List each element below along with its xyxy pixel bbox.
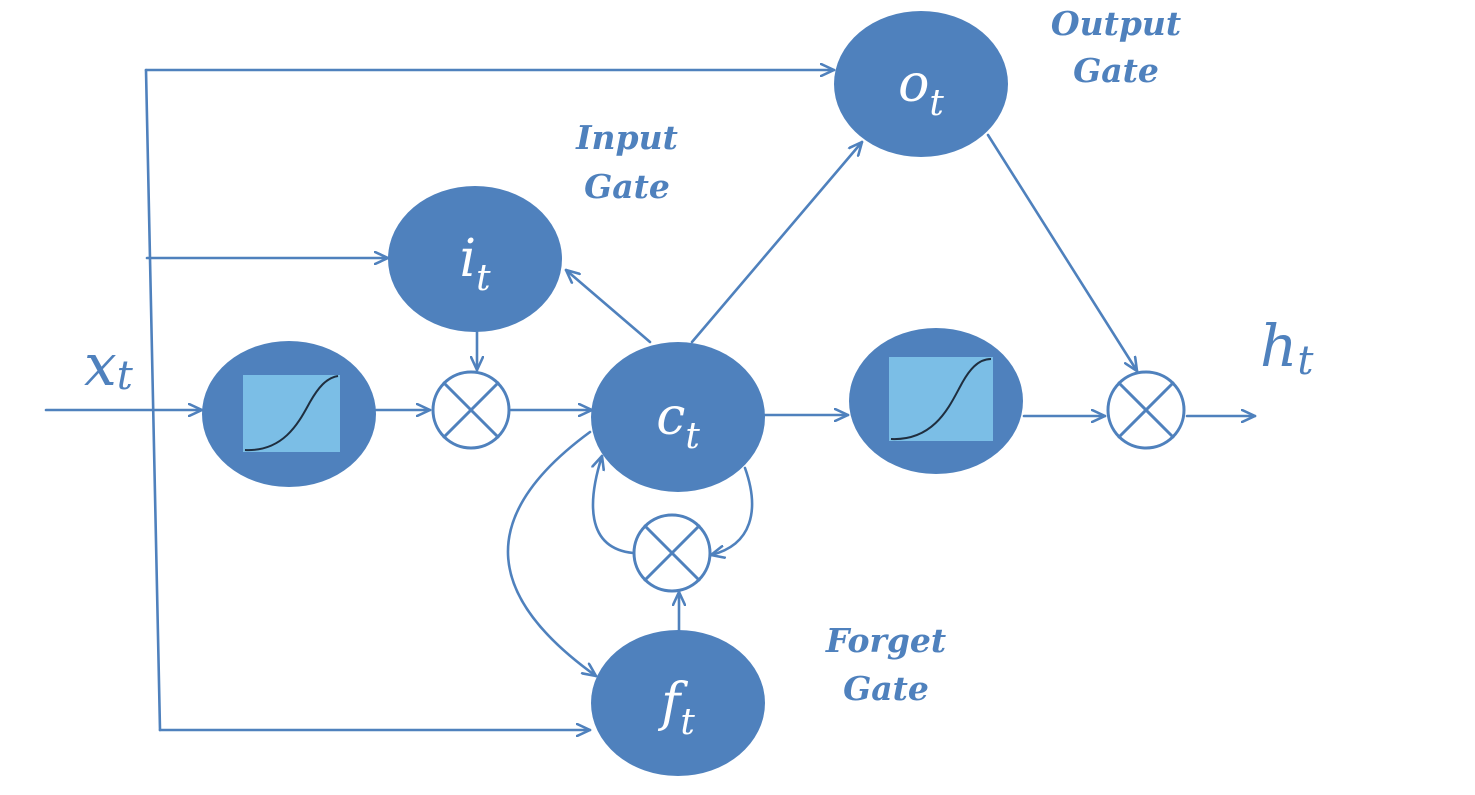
sigmoid-icon (243, 375, 340, 452)
cell-subscript: t (685, 416, 700, 457)
output-gate-label-line1: Output (1051, 4, 1181, 43)
forget-multiply-node (632, 513, 712, 593)
input-symbol: xt (84, 331, 134, 399)
forget-gate-label: Forget Gate (825, 621, 946, 708)
output-multiply-node (1106, 370, 1186, 450)
output-sigmoid-node (849, 328, 1023, 474)
edges (44, 68, 1257, 732)
svg-text:it: it (459, 229, 491, 299)
input-gate-label: Input Gate (575, 118, 678, 206)
sigmoid-icon (889, 357, 993, 441)
output-subscript: t (1297, 338, 1314, 384)
sigmoid-curve (890, 358, 992, 441)
input-multiply-node (431, 370, 511, 450)
output-gate-label-line2: Gate (1073, 51, 1159, 90)
output-gate-label: Output Gate (1051, 4, 1181, 90)
svg-text:ct: ct (656, 387, 700, 457)
edge-cell-to-loop-multiply (709, 466, 754, 555)
input-gate-node: it (388, 186, 562, 332)
edge-input-bus-trunk (144, 68, 162, 732)
input-subscript: t (117, 353, 134, 399)
edge-output-gate-to-multiply (986, 133, 1139, 373)
edge-cell-to-forget-gate-curve (506, 430, 598, 678)
output-symbol: ht (1260, 312, 1314, 384)
sigmoid-curve (244, 375, 339, 452)
cell-symbol: c (656, 387, 685, 447)
edge-loop-multiply-to-cell (593, 454, 635, 555)
input-gate-symbol: i (459, 229, 476, 289)
input-gate-subscript: t (476, 258, 491, 299)
forget-gate-label-line1: Forget (825, 621, 946, 660)
output-gate-node: ot (834, 11, 1008, 157)
input-gate-label-line2: Gate (584, 167, 670, 206)
cell-node: ct (591, 342, 765, 492)
forget-gate-label-line2: Gate (843, 669, 929, 708)
svg-text:ot: ot (898, 54, 944, 124)
forget-gate-node: ft (591, 630, 765, 776)
edge-cell-to-output-gate (690, 140, 864, 344)
input-sigmoid-node (202, 341, 376, 487)
output-gate-subscript: t (929, 83, 944, 124)
output-var: h (1260, 312, 1297, 380)
input-gate-label-line1: Input (575, 118, 678, 157)
input-var: x (84, 331, 117, 399)
output-gate-symbol: o (898, 54, 929, 114)
forget-gate-subscript: t (680, 702, 695, 743)
edge-cell-to-input-gate (564, 268, 652, 344)
